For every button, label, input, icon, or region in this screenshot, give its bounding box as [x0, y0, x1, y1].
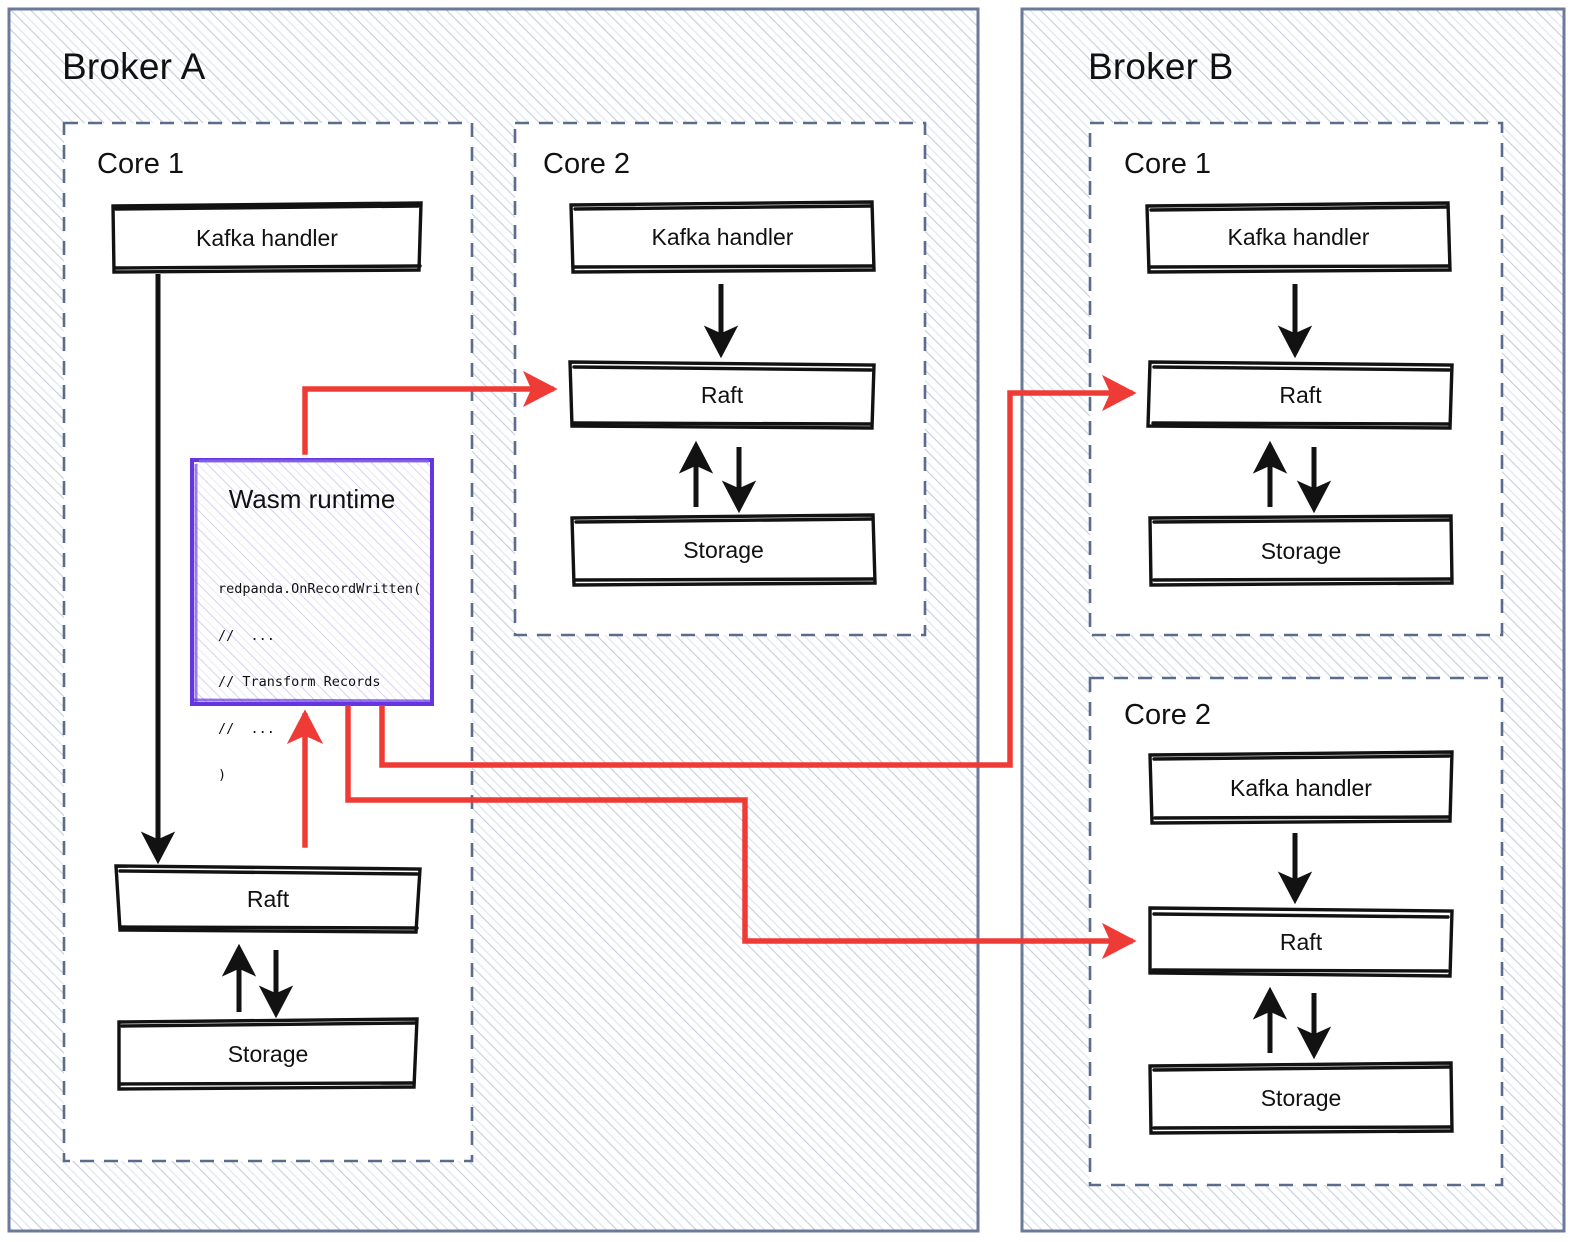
wasm-code-block: redpanda.OnRecordWritten( // ... // Tran…: [218, 551, 421, 815]
red-flow-arrows: [286, 370, 1137, 960]
arrow-wasm-to-b2-raft: [345, 705, 1137, 960]
broker-b-core-2-storage-box: [1148, 1061, 1454, 1135]
broker-a-core-1-kafka-handler-label: Kafka handler: [196, 224, 338, 251]
code-line-4: // ...: [218, 720, 275, 737]
broker-a-core-1-storage-box: [117, 1017, 419, 1091]
broker-a-label: Broker A: [62, 46, 206, 87]
broker-a-core-2-label: Core 2: [543, 148, 631, 180]
broker-b-core-1-storage-label: Storage: [1260, 537, 1342, 564]
code-line-1: redpanda.OnRecordWritten(: [218, 581, 422, 597]
broker-a-core-1-raft-box: [114, 864, 422, 934]
broker-b-core-1-label: Core 1: [1124, 148, 1212, 180]
broker-a-core-2-raft-label: Raft: [700, 381, 744, 408]
code-line-5: ): [218, 767, 227, 783]
broker-b-core-1-kafka-handler-box: [1145, 201, 1452, 274]
arrow-wasm-to-b1-raft: [379, 374, 1137, 768]
broker-b-core-2-panel: [1088, 676, 1504, 1187]
broker-a-core-2-storage-label: Storage: [683, 536, 764, 563]
broker-a-core-1-storage-label: Storage: [227, 1040, 309, 1067]
broker-b-core-2-raft-box: [1148, 906, 1454, 978]
broker-b-core-2-label: Core 2: [1124, 699, 1212, 731]
broker-b-core-2-raft-label: Raft: [1279, 928, 1323, 955]
black-arrows: [140, 274, 1332, 1060]
code-line-2: // ...: [218, 627, 275, 644]
broker-a-core-1-kafka-handler-box: [111, 201, 423, 274]
broker-b-core-2-storage-label: Storage: [1260, 1084, 1342, 1111]
broker-a-core-1-label: Core 1: [97, 148, 185, 180]
broker-b-core-1-raft-box: [1146, 360, 1454, 430]
broker-a-core-2-storage-box: [570, 513, 877, 587]
broker-b-core-1-kafka-handler-label: Kafka handler: [1227, 224, 1370, 250]
wasm-runtime-title: Wasm runtime: [228, 484, 396, 514]
arrow-wasm-to-a2-raft: [302, 370, 558, 455]
broker-b-core-2-kafka-handler-label: Kafka handler: [1230, 774, 1372, 801]
broker-a-core-2-raft-box: [568, 360, 876, 430]
broker-b-core-1-storage-box: [1148, 514, 1454, 587]
broker-a-core-2-kafka-handler-box: [569, 200, 876, 274]
broker-b-label: Broker B: [1088, 46, 1234, 87]
broker-b-core-1-raft-label: Raft: [1279, 381, 1322, 408]
broker-a-core-2-kafka-handler-label: Kafka handler: [651, 224, 794, 250]
broker-a-core-1-raft-label: Raft: [246, 885, 290, 912]
wasm-runtime-box: [190, 458, 434, 706]
code-line-3: // Transform Records: [218, 674, 381, 690]
broker-b-core-2-kafka-handler-box: [1148, 750, 1454, 825]
